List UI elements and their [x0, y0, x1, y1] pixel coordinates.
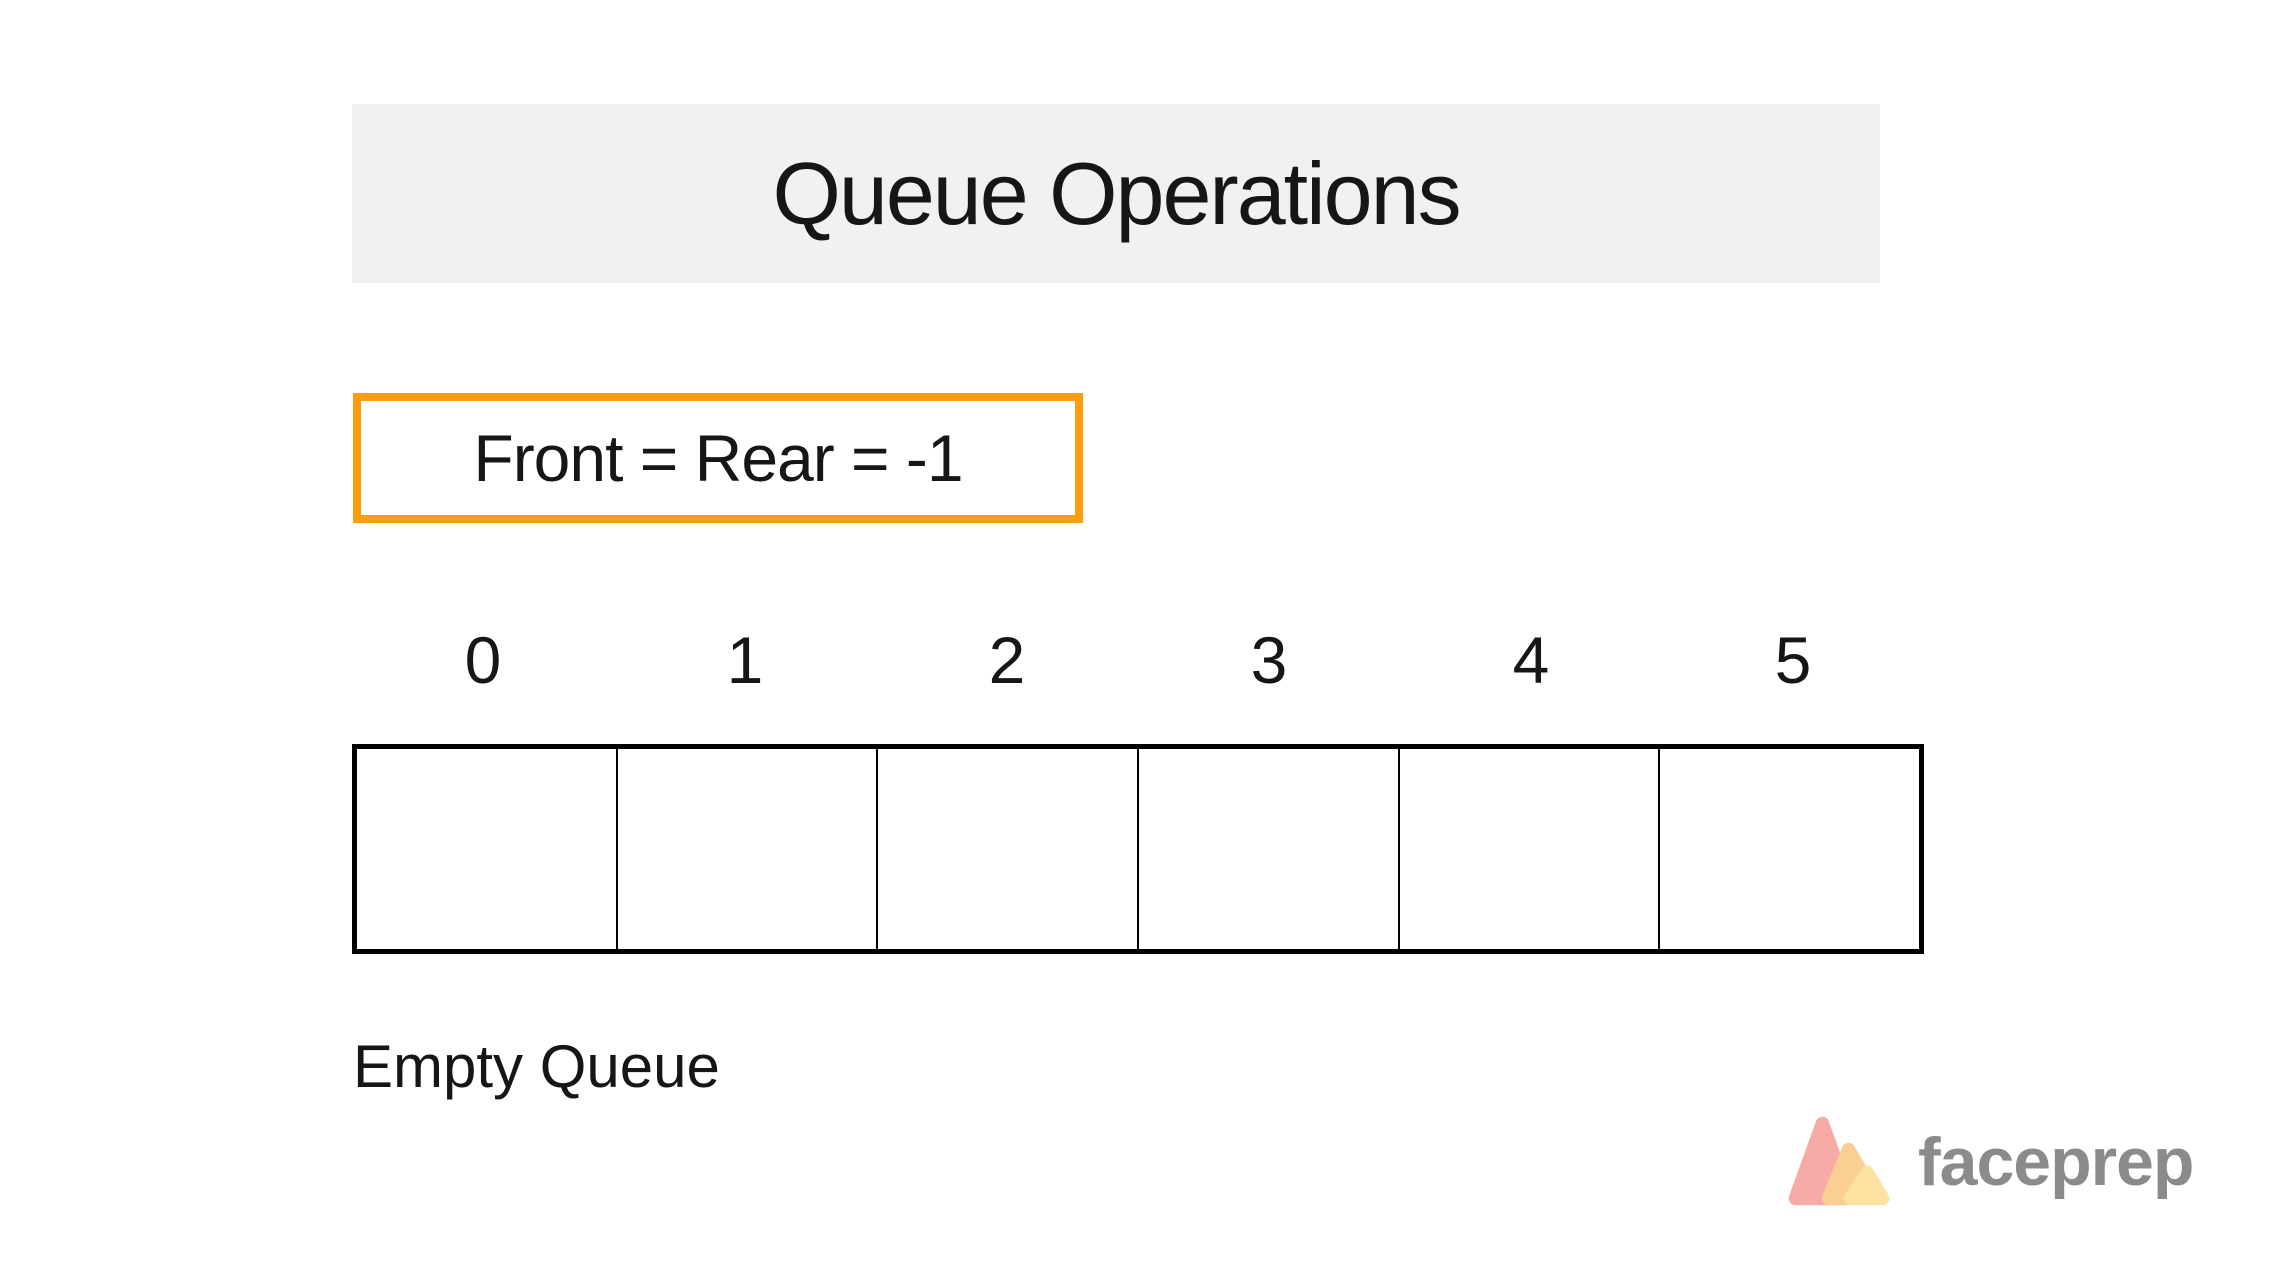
- page-title: Queue Operations: [772, 143, 1461, 243]
- queue-index-label-0: 0: [464, 623, 502, 697]
- queue-index-label-4: 4: [1512, 623, 1550, 697]
- queue-index-row: 0 1 2 3 4 5: [352, 624, 1924, 696]
- queue-state-caption: Empty Queue: [353, 1033, 720, 1100]
- front-rear-pointer-box: Front = Rear = -1: [353, 393, 1083, 523]
- queue-index-label-2: 2: [988, 623, 1026, 697]
- faceprep-logo: faceprep: [1786, 1110, 2194, 1214]
- queue-cell-3: [1139, 749, 1400, 949]
- queue-cell-0: [357, 749, 618, 949]
- queue-cell-4: [1400, 749, 1661, 949]
- queue-cell-1: [618, 749, 879, 949]
- queue-array: [352, 744, 1924, 954]
- queue-index-label-3: 3: [1250, 623, 1288, 697]
- queue-cell-5: [1660, 749, 1919, 949]
- title-banner: Queue Operations: [352, 104, 1880, 283]
- front-rear-label: Front = Rear = -1: [473, 421, 963, 495]
- queue-index-label-1: 1: [726, 623, 764, 697]
- faceprep-triangle-icon: [1788, 1116, 1890, 1206]
- queue-cell-2: [878, 749, 1140, 949]
- logo-triangle-front-icon: [1843, 1165, 1890, 1206]
- queue-index-label-5: 5: [1774, 623, 1812, 697]
- faceprep-wordmark: faceprep: [1918, 1124, 2194, 1200]
